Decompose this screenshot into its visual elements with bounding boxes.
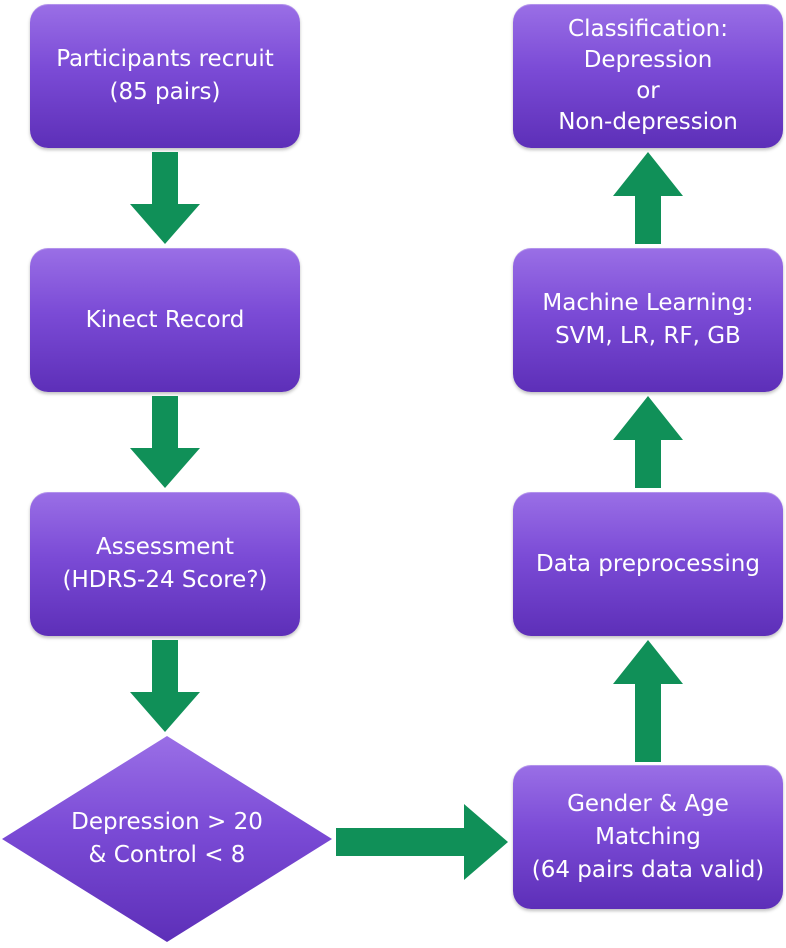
node-data-preprocessing: Data preprocessing	[513, 492, 783, 636]
node-machine-learning-line1: Machine Learning:	[542, 290, 754, 316]
arrow-up-1	[613, 640, 683, 762]
node-assessment: Assessment (HDRS-24 Score?)	[30, 492, 300, 636]
node-data-preprocessing-line1: Data preprocessing	[536, 550, 760, 577]
decision-diamond: Depression > 20 & Control < 8	[0, 734, 334, 944]
node-kinect-record: Kinect Record	[30, 248, 300, 392]
node-classification-line4: Non-depression	[558, 109, 738, 135]
decision-diamond-shape	[2, 736, 332, 942]
node-matching-line1: Gender & Age	[567, 790, 729, 817]
arrow-up-3	[613, 152, 683, 244]
arrow-up-2	[613, 396, 683, 488]
node-kinect-record-line1: Kinect Record	[85, 306, 245, 333]
node-matching-line2: Matching	[595, 823, 701, 850]
decision-line2: & Control < 8	[88, 842, 246, 868]
node-machine-learning-line2: SVM, LR, RF, GB	[555, 323, 741, 349]
node-machine-learning: Machine Learning: SVM, LR, RF, GB	[513, 248, 783, 392]
node-assessment-line1: Assessment	[96, 534, 234, 560]
node-classification-line2: Depression	[583, 47, 713, 73]
node-classification-line1: Classification:	[568, 16, 728, 42]
arrow-down-1	[130, 152, 200, 244]
node-matching-line3: (64 pairs data valid)	[531, 856, 765, 883]
node-classification-line3: or	[636, 78, 660, 104]
arrow-down-2	[130, 396, 200, 488]
node-participants-recruit-line2: (85 pairs)	[109, 79, 221, 105]
node-participants-recruit: Participants recruit (85 pairs)	[30, 4, 300, 148]
node-classification: Classification: Depression or Non-depres…	[513, 4, 783, 148]
arrow-down-3	[130, 640, 200, 732]
node-assessment-line2: (HDRS-24 Score?)	[62, 567, 268, 593]
arrow-right	[336, 804, 508, 880]
node-participants-recruit-line1: Participants recruit	[56, 46, 274, 72]
node-gender-age-matching: Gender & Age Matching (64 pairs data val…	[513, 765, 783, 909]
decision-line1: Depression > 20	[71, 809, 263, 835]
